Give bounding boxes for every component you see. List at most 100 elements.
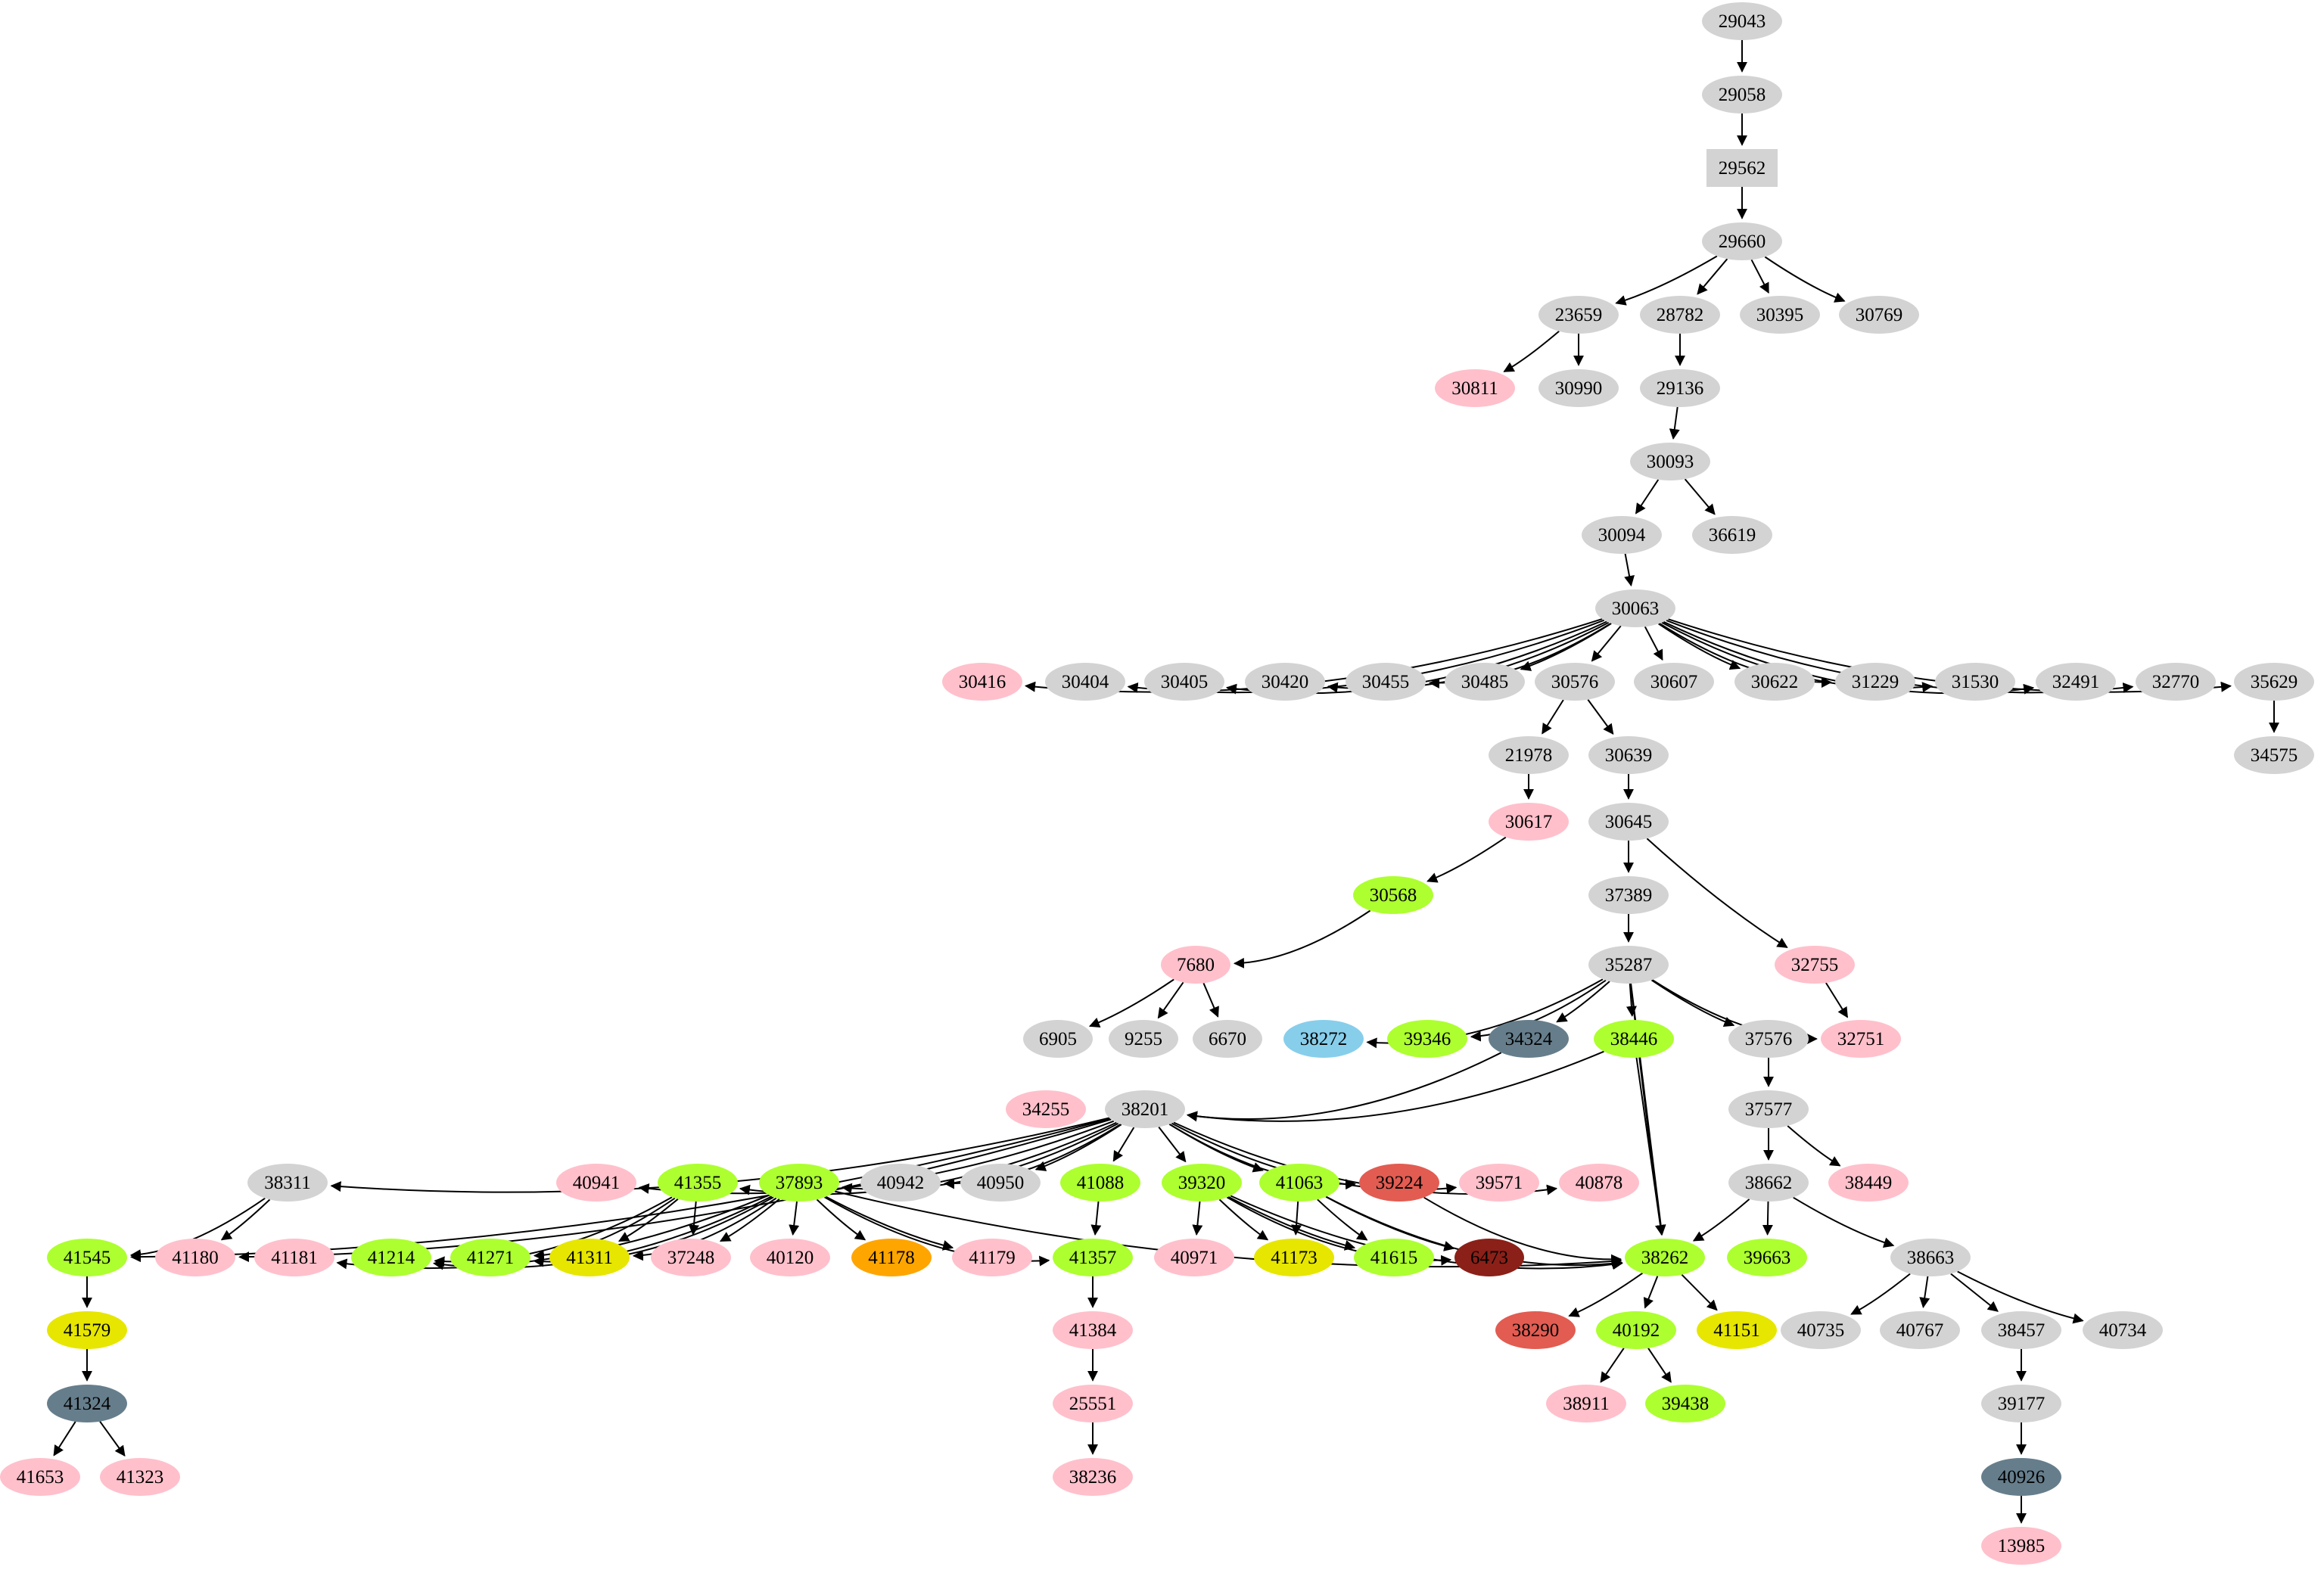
graph-node-41324[interactable]: 41324 (47, 1385, 127, 1422)
graph-node-38272[interactable]: 38272 (1283, 1020, 1364, 1058)
graph-node-32770[interactable]: 32770 (2136, 663, 2216, 701)
graph-node-41063[interactable]: 41063 (1259, 1164, 1339, 1202)
graph-node-30093[interactable]: 30093 (1630, 443, 1710, 480)
graph-node-38663[interactable]: 38663 (1890, 1239, 1971, 1276)
graph-node-38236[interactable]: 38236 (1053, 1458, 1133, 1496)
graph-node-31229[interactable]: 31229 (1835, 663, 1915, 701)
graph-node-7680[interactable]: 7680 (1161, 946, 1230, 984)
graph-node-28782[interactable]: 28782 (1640, 296, 1720, 334)
graph-node-41357[interactable]: 41357 (1053, 1239, 1133, 1276)
graph-node-30622[interactable]: 30622 (1734, 663, 1815, 701)
graph-node-30404[interactable]: 30404 (1045, 663, 1125, 701)
graph-node-30063[interactable]: 30063 (1595, 589, 1675, 627)
graph-node-34324[interactable]: 34324 (1489, 1020, 1569, 1058)
graph-node-41088[interactable]: 41088 (1060, 1164, 1140, 1202)
graph-node-37577[interactable]: 37577 (1728, 1090, 1809, 1128)
graph-node-41271[interactable]: 41271 (450, 1239, 530, 1276)
graph-node-41355[interactable]: 41355 (658, 1164, 738, 1202)
graph-node-40926[interactable]: 40926 (1981, 1458, 2061, 1496)
graph-node-38262[interactable]: 38262 (1625, 1239, 1705, 1276)
graph-node-13985[interactable]: 13985 (1981, 1527, 2061, 1565)
graph-node-34575[interactable]: 34575 (2234, 736, 2314, 774)
graph-node-9255[interactable]: 9255 (1109, 1020, 1178, 1058)
graph-node-40735[interactable]: 40735 (1781, 1311, 1861, 1349)
graph-node-41173[interactable]: 41173 (1254, 1239, 1334, 1276)
graph-node-29136[interactable]: 29136 (1640, 369, 1720, 407)
graph-node-38449[interactable]: 38449 (1828, 1164, 1909, 1202)
graph-node-30485[interactable]: 30485 (1445, 663, 1525, 701)
graph-node-32491[interactable]: 32491 (2036, 663, 2116, 701)
graph-node-30645[interactable]: 30645 (1588, 803, 1669, 841)
graph-node-6670[interactable]: 6670 (1193, 1020, 1262, 1058)
graph-node-30405[interactable]: 30405 (1144, 663, 1224, 701)
graph-node-40120[interactable]: 40120 (750, 1239, 830, 1276)
graph-node-6905[interactable]: 6905 (1023, 1020, 1093, 1058)
graph-node-41545[interactable]: 41545 (47, 1239, 127, 1276)
graph-node-38662[interactable]: 38662 (1728, 1164, 1809, 1202)
graph-node-40941[interactable]: 40941 (556, 1164, 636, 1202)
graph-node-25551[interactable]: 25551 (1053, 1385, 1133, 1422)
graph-node-40950[interactable]: 40950 (960, 1164, 1041, 1202)
graph-node-30395[interactable]: 30395 (1740, 296, 1820, 334)
graph-node-30568[interactable]: 30568 (1353, 876, 1433, 914)
graph-node-35629[interactable]: 35629 (2234, 663, 2314, 701)
graph-node-30416[interactable]: 30416 (942, 663, 1022, 701)
graph-node-30811[interactable]: 30811 (1435, 369, 1515, 407)
graph-node-30990[interactable]: 30990 (1538, 369, 1619, 407)
graph-node-40878[interactable]: 40878 (1559, 1164, 1639, 1202)
graph-node-29562[interactable]: 29562 (1706, 149, 1778, 187)
graph-node-34255[interactable]: 34255 (1006, 1090, 1086, 1128)
graph-node-29660[interactable]: 29660 (1702, 222, 1782, 260)
graph-node-41311[interactable]: 41311 (549, 1239, 630, 1276)
graph-node-38290[interactable]: 38290 (1495, 1311, 1576, 1349)
graph-node-29058[interactable]: 29058 (1702, 76, 1782, 113)
graph-node-41214[interactable]: 41214 (351, 1239, 431, 1276)
graph-node-41179[interactable]: 41179 (952, 1239, 1032, 1276)
graph-node-41178[interactable]: 41178 (851, 1239, 932, 1276)
graph-node-39571[interactable]: 39571 (1459, 1164, 1539, 1202)
graph-node-38311[interactable]: 38311 (247, 1164, 328, 1202)
graph-node-40734[interactable]: 40734 (2083, 1311, 2163, 1349)
graph-node-39438[interactable]: 39438 (1645, 1385, 1725, 1422)
graph-node-21978[interactable]: 21978 (1489, 736, 1569, 774)
graph-node-30769[interactable]: 30769 (1839, 296, 1919, 334)
graph-node-41180[interactable]: 41180 (155, 1239, 235, 1276)
graph-node-38911[interactable]: 38911 (1546, 1385, 1626, 1422)
graph-node-39663[interactable]: 39663 (1727, 1239, 1807, 1276)
graph-node-32755[interactable]: 32755 (1775, 946, 1855, 984)
graph-node-40767[interactable]: 40767 (1880, 1311, 1960, 1349)
graph-node-38201[interactable]: 38201 (1105, 1090, 1185, 1128)
graph-node-30420[interactable]: 30420 (1245, 663, 1325, 701)
graph-node-38457[interactable]: 38457 (1981, 1311, 2061, 1349)
graph-node-30607[interactable]: 30607 (1634, 663, 1714, 701)
graph-node-41151[interactable]: 41151 (1697, 1311, 1777, 1349)
graph-node-38446[interactable]: 38446 (1594, 1020, 1674, 1058)
graph-node-39346[interactable]: 39346 (1387, 1020, 1467, 1058)
graph-node-40942[interactable]: 40942 (860, 1164, 941, 1202)
graph-node-41579[interactable]: 41579 (47, 1311, 127, 1349)
graph-node-6473[interactable]: 6473 (1454, 1239, 1524, 1276)
graph-node-41615[interactable]: 41615 (1354, 1239, 1434, 1276)
graph-node-39177[interactable]: 39177 (1981, 1385, 2061, 1422)
graph-node-37893[interactable]: 37893 (759, 1164, 839, 1202)
graph-node-29043[interactable]: 29043 (1702, 2, 1782, 40)
graph-node-36619[interactable]: 36619 (1692, 516, 1772, 554)
graph-node-41181[interactable]: 41181 (254, 1239, 334, 1276)
graph-node-35287[interactable]: 35287 (1588, 946, 1669, 984)
graph-node-31530[interactable]: 31530 (1935, 663, 2015, 701)
graph-node-41653[interactable]: 41653 (0, 1458, 80, 1496)
graph-node-23659[interactable]: 23659 (1538, 296, 1619, 334)
graph-node-30094[interactable]: 30094 (1582, 516, 1662, 554)
graph-node-32751[interactable]: 32751 (1821, 1020, 1901, 1058)
graph-node-37248[interactable]: 37248 (651, 1239, 731, 1276)
graph-node-37389[interactable]: 37389 (1588, 876, 1669, 914)
graph-node-41323[interactable]: 41323 (100, 1458, 180, 1496)
graph-node-30617[interactable]: 30617 (1489, 803, 1569, 841)
graph-node-41384[interactable]: 41384 (1053, 1311, 1133, 1349)
graph-node-30455[interactable]: 30455 (1346, 663, 1426, 701)
graph-node-37576[interactable]: 37576 (1728, 1020, 1809, 1058)
graph-node-39320[interactable]: 39320 (1162, 1164, 1242, 1202)
graph-node-39224[interactable]: 39224 (1359, 1164, 1439, 1202)
graph-node-40192[interactable]: 40192 (1596, 1311, 1676, 1349)
graph-node-30639[interactable]: 30639 (1588, 736, 1669, 774)
